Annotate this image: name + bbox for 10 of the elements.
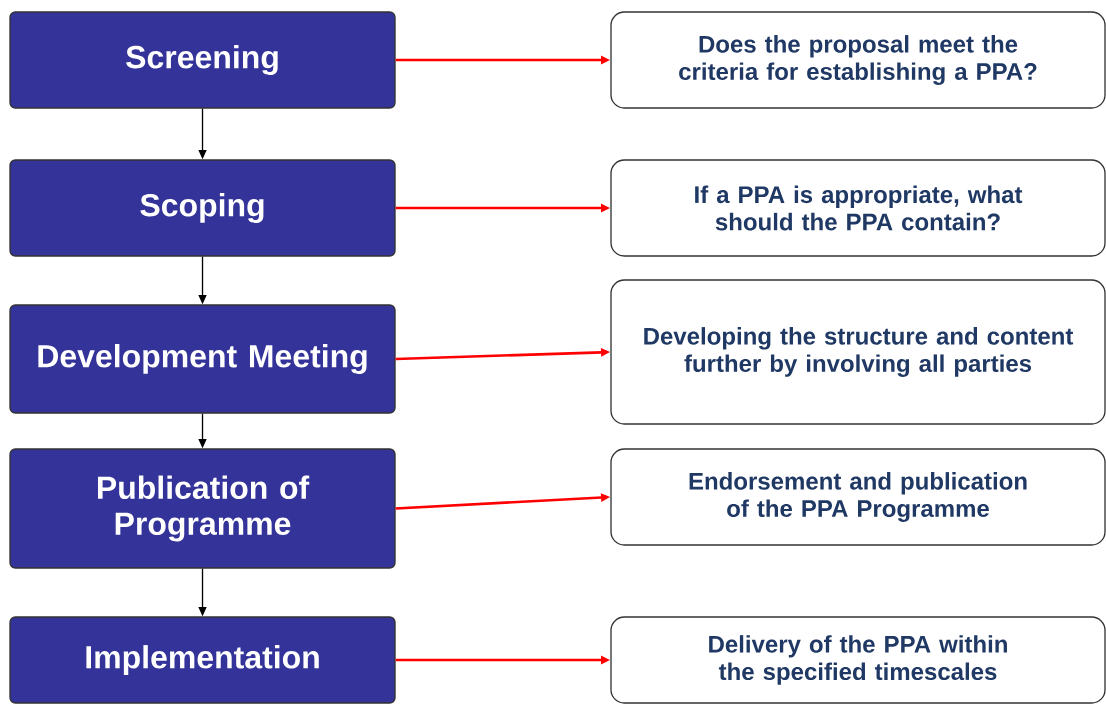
step-box: Publication of Programme xyxy=(9,448,396,569)
step-box: Implementation xyxy=(9,616,396,704)
question-box: Delivery of the PPA within the specified timescales xyxy=(610,616,1106,704)
step-box: Development Meeting xyxy=(9,304,396,414)
question-box: Endorsement and publication of the PPA Programme xyxy=(610,448,1106,546)
step-box: Scoping xyxy=(9,159,396,257)
question-box: If a PPA is appropriate, what should the PPA contain? xyxy=(610,159,1106,257)
question-box: Does the proposal meet the criteria for establishing a PPA? xyxy=(610,11,1106,109)
question-box: Developing the structure and content further by involving all parties xyxy=(610,279,1106,425)
step-box: Screening xyxy=(9,11,396,109)
